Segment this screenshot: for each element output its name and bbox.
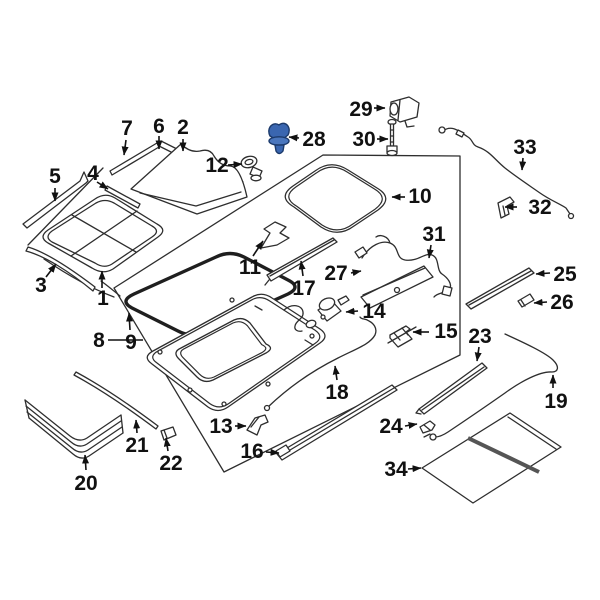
glass-seal-9	[124, 251, 297, 337]
grommet-12	[240, 155, 263, 182]
sunroof-glass-10	[284, 164, 387, 233]
callout-24[interactable]: 24	[379, 415, 418, 438]
molding-strip-25	[465, 267, 535, 310]
callout-1[interactable]: 1	[97, 270, 109, 310]
svg-text:18[interactable]: 18	[325, 381, 349, 404]
sunshade-34	[421, 412, 562, 504]
svg-text:29[interactable]: 29	[349, 98, 372, 121]
callout-13[interactable]: 13	[209, 415, 247, 438]
callout-16[interactable]: 16	[240, 440, 280, 463]
molding-strip-3	[25, 246, 96, 292]
drive-cable-18	[263, 316, 377, 412]
callout-18[interactable]: 18	[325, 365, 349, 404]
callout-8[interactable]: 8	[93, 329, 143, 352]
callout-33[interactable]: 33	[513, 136, 537, 171]
svg-text:26[interactable]: 26	[550, 291, 573, 314]
bracket-13	[246, 414, 269, 436]
callout-12[interactable]: 12	[205, 154, 243, 177]
roof-panel	[27, 167, 164, 298]
callout-10[interactable]: 10	[391, 185, 432, 208]
sensor-module-29	[389, 96, 420, 128]
svg-text:28[interactable]: 28	[302, 128, 326, 151]
reinforcement-panel-27	[360, 265, 434, 309]
callout-2[interactable]: 2	[177, 116, 189, 152]
sunroof-frame-assembly	[146, 293, 326, 412]
svg-text:25[interactable]: 25	[553, 263, 577, 286]
callout-19[interactable]: 19	[544, 374, 568, 413]
svg-text:5[interactable]: 5	[49, 165, 61, 188]
svg-text:12[interactable]: 12	[205, 154, 228, 177]
sunroof-motor-14	[317, 295, 350, 322]
corner-frame-20	[24, 399, 124, 459]
callout-28[interactable]: 28	[288, 128, 326, 151]
callout-21[interactable]: 21	[125, 419, 149, 457]
guide-rail-17	[264, 237, 338, 286]
svg-text:21[interactable]: 21	[125, 434, 149, 457]
callout-25[interactable]: 25	[535, 263, 577, 286]
svg-text:32[interactable]: 32	[528, 196, 551, 219]
svg-text:8[interactable]: 8	[93, 329, 105, 352]
svg-text:15[interactable]: 15	[434, 320, 458, 343]
callout-17[interactable]: 17	[292, 260, 316, 300]
callout-22[interactable]: 22	[159, 437, 183, 475]
callout-3[interactable]: 3	[35, 263, 57, 297]
callout-30[interactable]: 30	[352, 128, 389, 151]
svg-text:14[interactable]: 14	[362, 300, 386, 323]
svg-text:19[interactable]: 19	[544, 390, 567, 413]
svg-text:13[interactable]: 13	[209, 415, 232, 438]
clip-22	[160, 426, 177, 441]
clip-28-highlighted[interactable]	[268, 122, 290, 155]
svg-text:7[interactable]: 7	[121, 117, 133, 140]
clip-24	[419, 420, 436, 434]
svg-text:27[interactable]: 27	[324, 262, 347, 285]
callout-6[interactable]: 6	[153, 115, 165, 150]
svg-text:30[interactable]: 30	[352, 128, 375, 151]
svg-text:20[interactable]: 20	[74, 472, 97, 495]
side-rail-23	[415, 362, 488, 415]
drain-hose-19	[423, 333, 559, 441]
callout-27[interactable]: 27	[324, 262, 362, 285]
svg-text:10[interactable]: 10	[408, 185, 431, 208]
svg-text:3[interactable]: 3	[35, 274, 47, 297]
svg-text:11[interactable]: 11	[239, 256, 262, 279]
bolt-30	[386, 118, 398, 157]
bracket-11	[260, 221, 290, 249]
svg-text:17[interactable]: 17	[292, 277, 315, 300]
callout-15[interactable]: 15	[412, 320, 458, 343]
bracket-15	[387, 325, 417, 348]
callout-7[interactable]: 7	[121, 117, 133, 156]
callout-34[interactable]: 34	[384, 458, 422, 481]
wiring-harness-31	[354, 235, 453, 298]
callout-5[interactable]: 5	[49, 165, 61, 202]
molding-strip-21	[73, 371, 159, 430]
svg-text:6[interactable]: 6	[153, 115, 165, 138]
callout-9[interactable]: 9	[125, 312, 137, 354]
svg-text:4[interactable]: 4	[87, 162, 99, 185]
frame-boundary-outline	[113, 154, 461, 473]
svg-text:31[interactable]: 31	[422, 223, 446, 246]
callout-14[interactable]: 14	[345, 300, 386, 323]
svg-text:33[interactable]: 33	[513, 136, 536, 159]
svg-text:1[interactable]: 1	[97, 287, 109, 310]
clip-26	[517, 293, 535, 308]
callout-29[interactable]: 29	[349, 98, 386, 121]
callout-31[interactable]: 31	[422, 223, 446, 259]
headliner-panel-2	[130, 143, 248, 215]
svg-text:24[interactable]: 24	[379, 415, 403, 438]
callout-20[interactable]: 20	[74, 454, 98, 495]
callout-32[interactable]: 32	[504, 196, 552, 219]
callout-11[interactable]: 11	[239, 240, 264, 279]
svg-text:16[interactable]: 16	[240, 440, 263, 463]
svg-text:34[interactable]: 34	[384, 458, 408, 481]
callout-26[interactable]: 26	[533, 291, 574, 314]
callout-23[interactable]: 23	[468, 325, 492, 362]
svg-text:23[interactable]: 23	[468, 325, 491, 348]
svg-text:22[interactable]: 22	[159, 452, 182, 475]
callout-4[interactable]: 4	[87, 162, 109, 190]
svg-text:2[interactable]: 2	[177, 116, 189, 139]
svg-text:9[interactable]: 9	[125, 331, 137, 354]
drain-hose-33	[438, 126, 575, 220]
